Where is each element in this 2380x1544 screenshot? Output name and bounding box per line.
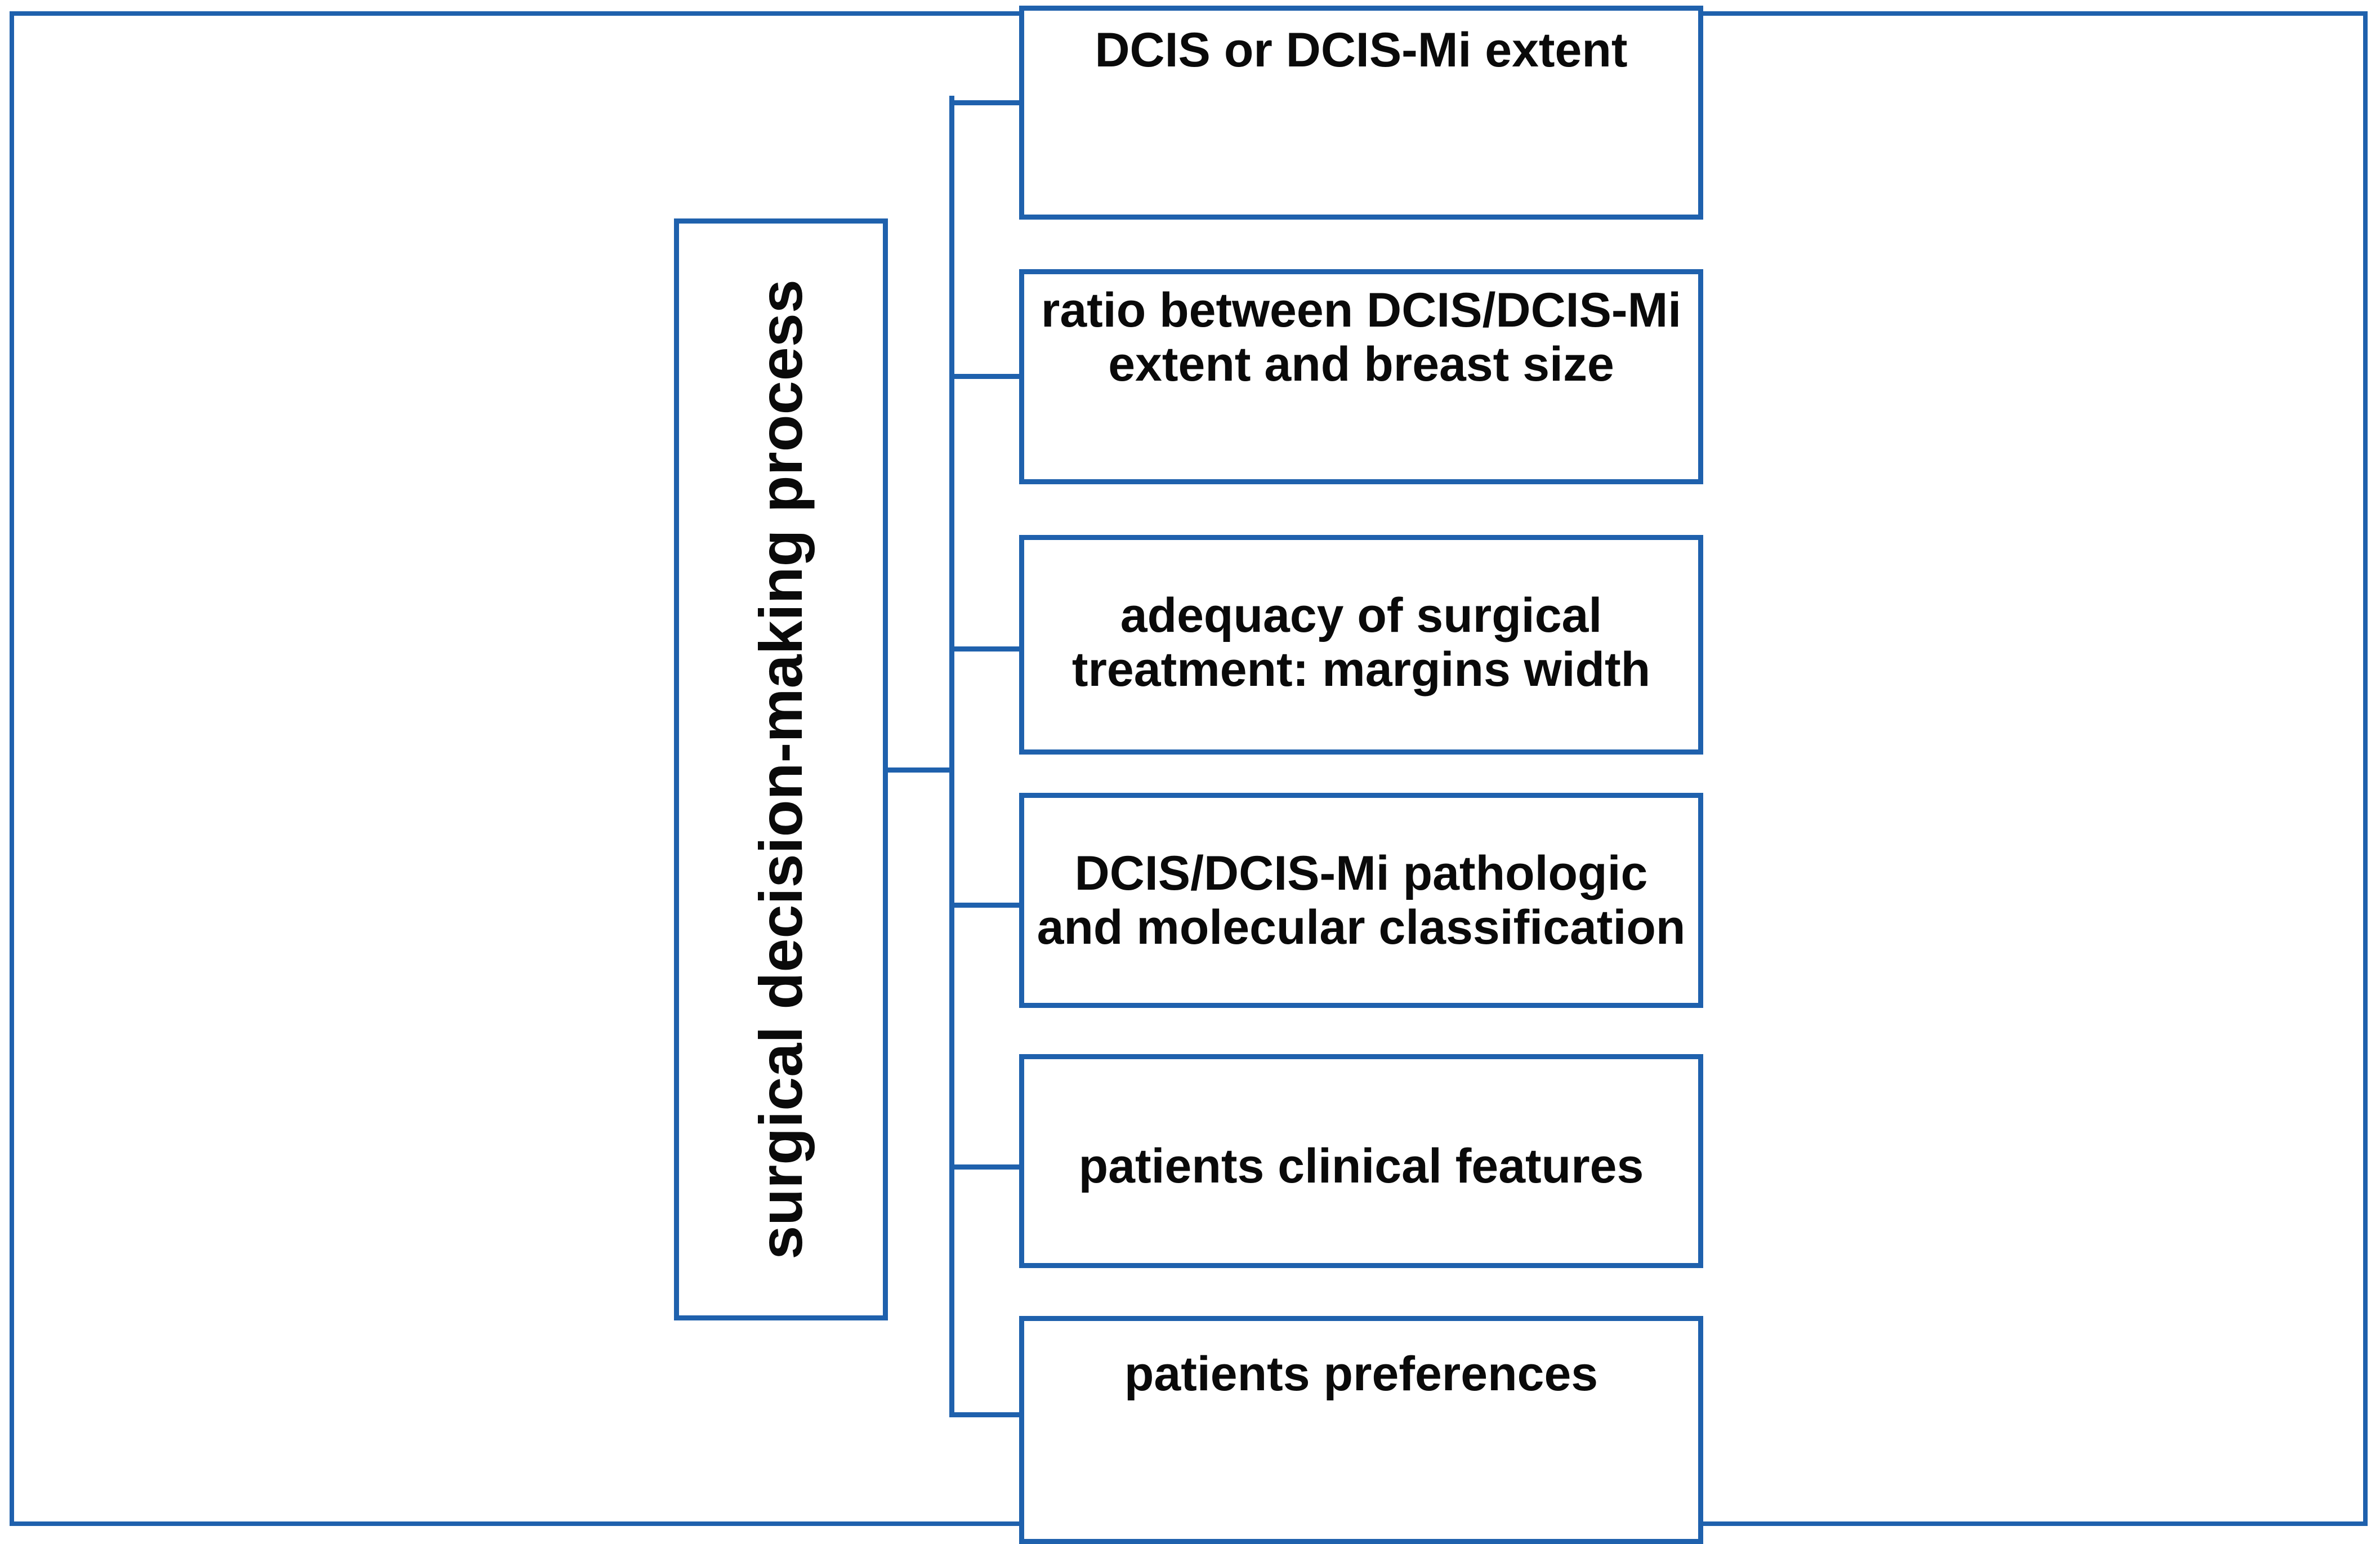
leaf-node-label: adequacy of surgical treatment: margins …	[1071, 588, 1651, 697]
leaf-node-label: patients clinical features	[1078, 1139, 1644, 1193]
outer-frame	[10, 11, 2368, 1526]
connector-branch-5	[949, 1164, 1021, 1170]
leaf-node-dcis-extent[interactable]: DCIS or DCIS-Mi extent	[1019, 6, 1703, 220]
leaf-node-label: DCIS or DCIS-Mi extent	[1095, 23, 1628, 77]
leaf-node-label: patients preferences	[1124, 1347, 1598, 1401]
leaf-node-adequacy-margins-width[interactable]: adequacy of surgical treatment: margins …	[1019, 535, 1703, 755]
connector-branch-2	[949, 374, 1021, 379]
root-node-label: surgical decision-making process	[746, 279, 815, 1260]
connector-branch-6	[949, 1412, 1021, 1417]
leaf-node-patients-clinical-features[interactable]: patients clinical features	[1019, 1054, 1703, 1268]
leaf-node-ratio-extent-breast-size[interactable]: ratio between DCIS/DCIS-Mi extent and br…	[1019, 269, 1703, 484]
connector-root-stub	[888, 767, 954, 773]
leaf-node-patients-preferences[interactable]: patients preferences	[1019, 1316, 1703, 1544]
leaf-node-label: DCIS/DCIS-Mi pathologic and molecular cl…	[1037, 846, 1686, 955]
root-node-surgical-decision-making-process[interactable]: surgical decision-making process	[674, 218, 888, 1320]
connector-trunk	[949, 96, 954, 1416]
leaf-node-label: ratio between DCIS/DCIS-Mi extent and br…	[1041, 283, 1682, 392]
leaf-node-pathologic-molecular-classification[interactable]: DCIS/DCIS-Mi pathologic and molecular cl…	[1019, 793, 1703, 1008]
connector-branch-3	[949, 646, 1021, 651]
connector-branch-4	[949, 903, 1021, 908]
connector-branch-1	[949, 100, 1021, 105]
